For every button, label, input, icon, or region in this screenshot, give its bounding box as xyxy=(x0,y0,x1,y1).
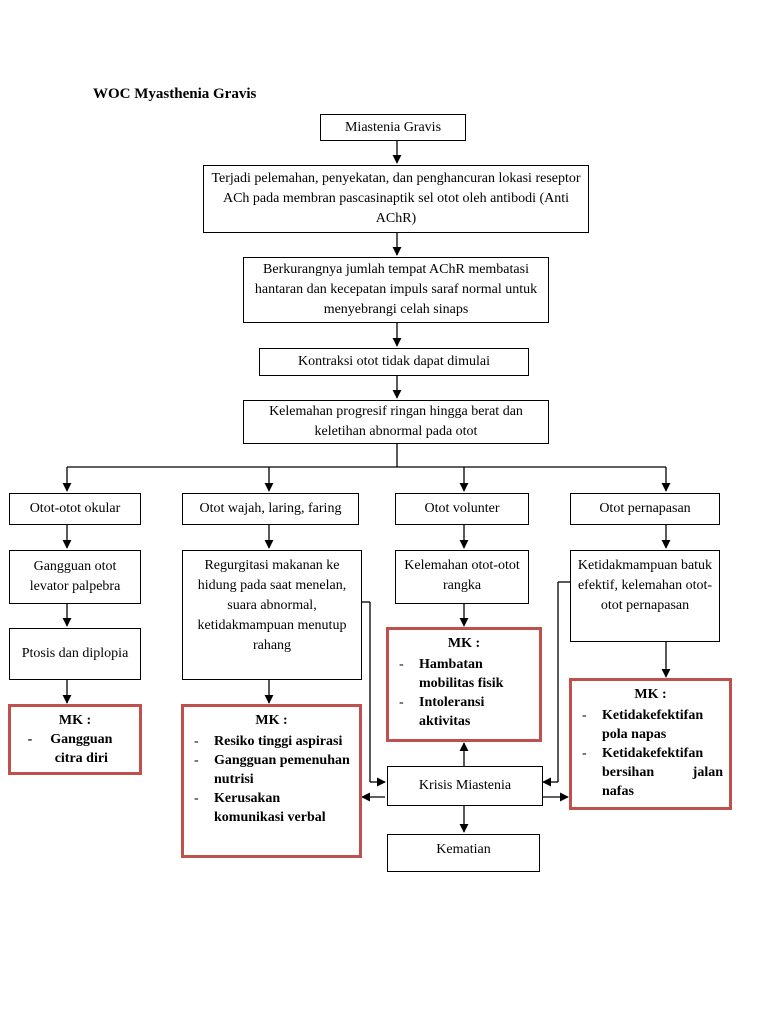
branch-okular-text: Otot-otot okular xyxy=(29,501,121,516)
mk-napas-item: Ketidakefektifan pola napas xyxy=(578,706,723,744)
kelemahan-text: Kelemahan progresif ringan hingga berat … xyxy=(269,404,523,439)
ketidakmampuan-batuk-box: Ketidakmampuan batuk efektif, kelemahan … xyxy=(570,550,720,642)
mk-wajah-item: Gangguan pemenuhan nutrisi xyxy=(190,751,353,789)
mk-wajah-item: Kerusakan komunikasi verbal xyxy=(190,789,353,827)
kematian-box: Kematian xyxy=(387,834,540,872)
mk-citra-box: MK : - Gangguan citra diri xyxy=(8,704,142,775)
miastenia-gravis-box: Miastenia Gravis xyxy=(320,114,466,141)
branch-okular-box: Otot-otot okular xyxy=(9,493,141,525)
mk-volunter-item: Hambatan mobilitas fisik xyxy=(395,655,533,693)
branch-volunter-box: Otot volunter xyxy=(395,493,529,525)
berkurang-box: Berkurangnya jumlah tempat AChR membatas… xyxy=(243,257,549,323)
mk-wajah-item: Resiko tinggi aspirasi xyxy=(190,732,353,751)
pelemahan-text: Terjadi pelemahan, penyekatan, dan pengh… xyxy=(211,171,581,226)
ptosis-box: Ptosis dan diplopia xyxy=(9,628,141,680)
krisis-miastenia-text: Krisis Miastenia xyxy=(418,778,512,793)
mk-napas-box: MK : Ketidakefektifan pola napas Ketidak… xyxy=(569,678,732,810)
mk-volunter-label: MK : xyxy=(447,636,481,651)
diagram-title: WOC Myasthenia Gravis xyxy=(93,86,257,102)
kontraksi-text: Kontraksi otot tidak dapat dimulai xyxy=(297,354,491,369)
mk-citra-label: MK : xyxy=(58,713,92,728)
miastenia-gravis-text: Miastenia Gravis xyxy=(344,119,442,135)
kelemahan-rangka-text: Kelemahan otot-otot rangka xyxy=(404,558,520,593)
regurgitasi-text: Regurgitasi makanan ke hidung pada saat … xyxy=(197,558,347,653)
branch-wajah-box: Otot wajah, laring, faring xyxy=(182,493,359,525)
branch-pernapasan-text: Otot pernapasan xyxy=(599,501,691,516)
gangguan-otot-box: Gangguan otot levator palpebra xyxy=(9,550,141,604)
mk-volunter-item: Intoleransi aktivitas xyxy=(395,693,533,731)
mk-citra-item: Gangguan citra diri xyxy=(50,732,113,766)
mk-wajah-box: MK : Resiko tinggi aspirasi Gangguan pem… xyxy=(181,704,362,858)
krisis-miastenia-box: Krisis Miastenia xyxy=(387,766,543,806)
kematian-text: Kematian xyxy=(436,842,491,857)
mk-napas-label: MK : xyxy=(634,687,667,702)
mk-wajah-label: MK : xyxy=(255,713,288,728)
gangguan-otot-text: Gangguan otot levator palpebra xyxy=(29,559,121,594)
kelemahan-box: Kelemahan progresif ringan hingga berat … xyxy=(243,400,549,444)
ketidakmampuan-batuk-text: Ketidakmampuan batuk efektif, kelemahan … xyxy=(577,558,713,613)
branch-volunter-text: Otot volunter xyxy=(424,501,500,516)
branch-wajah-text: Otot wajah, laring, faring xyxy=(199,501,342,516)
branch-pernapasan-box: Otot pernapasan xyxy=(570,493,720,525)
pelemahan-box: Terjadi pelemahan, penyekatan, dan pengh… xyxy=(203,165,589,233)
kelemahan-rangka-box: Kelemahan otot-otot rangka xyxy=(395,550,529,604)
mk-napas-item: Ketidakefektifan bersihan jalan nafas xyxy=(578,744,723,801)
regurgitasi-box: Regurgitasi makanan ke hidung pada saat … xyxy=(182,550,362,680)
mk-volunter-box: MK : Hambatan mobilitas fisik Intolerans… xyxy=(386,627,542,742)
ptosis-text: Ptosis dan diplopia xyxy=(21,646,129,661)
berkurang-text: Berkurangnya jumlah tempat AChR membatas… xyxy=(254,262,538,317)
kontraksi-box: Kontraksi otot tidak dapat dimulai xyxy=(259,348,529,376)
